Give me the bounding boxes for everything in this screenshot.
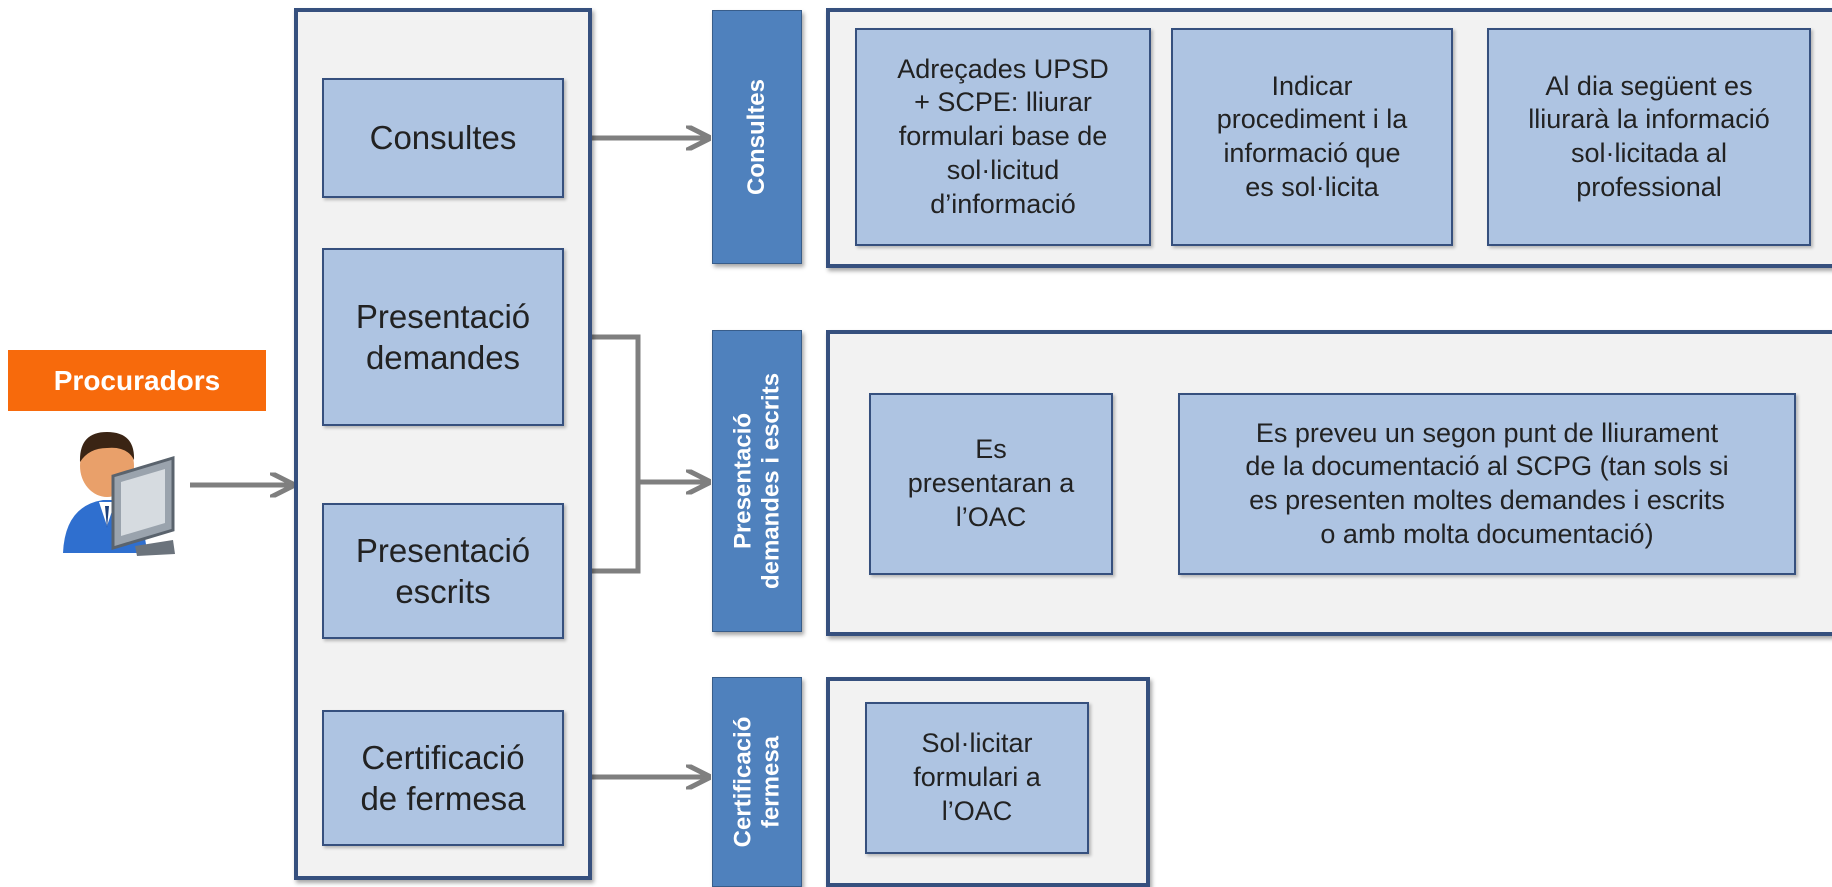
consultes-box: Consultes [322,78,564,198]
consultes-tab: Consultes [712,10,802,264]
consultes-step-1: Adreçades UPSD+ SCPE: lliurar formulari … [855,28,1151,246]
user-computer-icon [63,432,175,556]
procuradors-label: Procuradors [8,350,266,411]
